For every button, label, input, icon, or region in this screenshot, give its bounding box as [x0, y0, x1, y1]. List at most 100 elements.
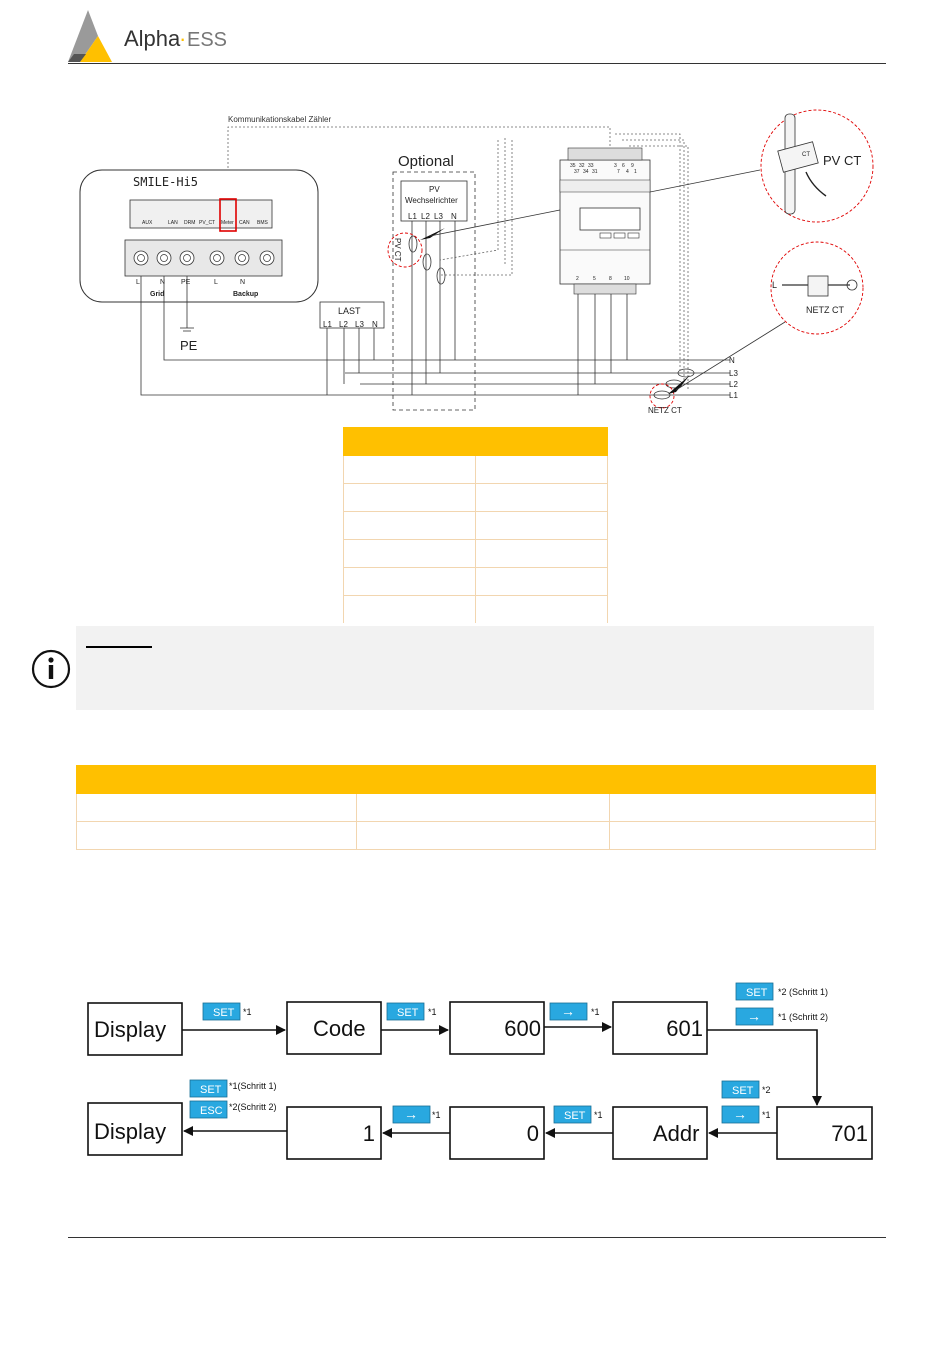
flow-box-code: [286, 1001, 382, 1055]
pv-ct-clamp-1: [408, 235, 418, 253]
annotation-4: *2 (Schritt 1): [778, 987, 828, 997]
netz-ct-highlight: [649, 383, 675, 409]
flow-box-0-text: 0: [527, 1121, 539, 1146]
port-labels: AUX LAN DRM PV_CT Meter CAN BMS: [142, 220, 269, 226]
flow-box-display-1-text: Display: [94, 1017, 166, 1042]
table-row: [76, 821, 876, 850]
table-cell: [343, 483, 476, 512]
terminal-screw: [234, 250, 250, 266]
table-cell: [76, 793, 357, 822]
note-title-underline: [86, 646, 152, 648]
terminal-screw: [133, 250, 149, 266]
meter-bottom-num-3: 8: [609, 276, 612, 282]
netz-ct-zoom-grid-symbol: [846, 279, 858, 291]
bus-label-l2: L2: [729, 380, 738, 389]
key-set-badge-5-text: SET: [564, 1110, 586, 1122]
backup-label: Backup: [233, 291, 258, 298]
meter-bottom-num-1: 2: [576, 276, 579, 282]
port-label-can: CAN: [239, 220, 250, 226]
flow-arrow-4: [707, 1029, 822, 1106]
meter-top-terminals: [567, 147, 643, 161]
logo-text-dot: ·: [179, 26, 186, 51]
table-cell: [343, 455, 476, 484]
port-label-drm: DRM: [184, 220, 195, 226]
meter-top2-num-6: 1: [634, 169, 637, 175]
optional-box: [392, 171, 476, 411]
flow-box-601-text: 601: [666, 1016, 703, 1041]
table-cell: [609, 821, 876, 850]
table-1-header-cell: [343, 427, 476, 456]
device-name: SMILE-Hi5: [133, 175, 198, 189]
netz-ct-clamp-3: [653, 390, 671, 400]
meter-button-1: [599, 232, 612, 239]
terminal-screws: [133, 250, 275, 266]
meter-top2-num-3: 31: [592, 169, 598, 175]
info-icon: [31, 649, 71, 689]
annotation-10: *2: [762, 1085, 771, 1095]
terminal-screw: [259, 250, 275, 266]
meter-bottom-num-2: 5: [593, 276, 596, 282]
flow-box-code-text: Code: [313, 1016, 366, 1041]
terminal-l-backup: L: [214, 279, 218, 286]
meter-bottom-terminals: [573, 283, 637, 295]
port-strip: [129, 199, 273, 229]
terminal-screw-head: [213, 254, 221, 262]
meter-top-num-3: 33: [588, 163, 594, 169]
header-rule: [68, 63, 886, 64]
table-2-header-cell: [76, 765, 357, 794]
table-row: [343, 511, 608, 540]
pv-ct-highlight: [387, 232, 423, 268]
table-row: [343, 539, 608, 568]
load-l3: L3: [355, 320, 364, 329]
meter-top2-num-4: 7: [617, 169, 620, 175]
key-arrow-badge-2: [735, 1007, 774, 1026]
flow-box-addr: [612, 1106, 708, 1160]
key-set-badge-6: [721, 1080, 760, 1099]
footer-rule: [68, 1237, 886, 1238]
annotation-3: *1: [591, 1007, 600, 1017]
cable-label: Kommunikationskabel Zähler: [228, 115, 331, 124]
flow-box-display-2-text: Display: [94, 1119, 166, 1144]
terminal-l-grid: L: [136, 279, 140, 286]
ct-cable-4: [615, 133, 681, 370]
wire-l-grid: [140, 276, 730, 396]
pe-label: PE: [180, 338, 198, 353]
key-set-badge-1-text: SET: [213, 1007, 235, 1019]
load-box: [319, 301, 385, 329]
port-label-aux: AUX: [142, 220, 153, 226]
meter-port-highlight: [219, 198, 237, 232]
annotation-7: *2(Schritt 2): [229, 1102, 277, 1112]
flow-box-601: [612, 1001, 708, 1055]
table-row: [343, 595, 608, 623]
meter-top-num-6: 9: [631, 163, 634, 169]
ct-cable-3: [440, 140, 513, 276]
annotation-11: *1: [762, 1110, 771, 1120]
key-set-badge-3-text: SET: [746, 987, 768, 999]
table-cell: [343, 539, 476, 568]
table-cell: [356, 793, 610, 822]
pv-ct-clamp-2: [422, 253, 432, 271]
optional-label: Optional: [398, 153, 454, 170]
key-set-badge-3: [735, 982, 774, 1001]
pv-n: N: [451, 212, 457, 221]
pv-ct-clamp-3: [436, 267, 446, 285]
meter-top-num-5: 6: [622, 163, 625, 169]
load-l2: L2: [339, 320, 348, 329]
key-arrow-badge-1-text: →: [561, 1003, 575, 1019]
table-row: [343, 483, 608, 512]
table-cell: [475, 483, 608, 512]
key-set-badge-1: [202, 1002, 241, 1021]
terminal-screw-head: [160, 254, 168, 262]
key-arrow-badge-4-text: →: [733, 1106, 747, 1122]
netz-ct-label: NETZ CT: [648, 406, 682, 415]
bus-label-l1: L1: [729, 391, 738, 400]
key-set-badge-6-text: SET: [732, 1085, 754, 1097]
key-set-badge-5: [553, 1105, 592, 1124]
flow-box-addr-text: Addr: [653, 1121, 699, 1146]
load-n: N: [372, 320, 378, 329]
table-cell: [343, 567, 476, 596]
pv-inverter-label-1: PV: [429, 185, 440, 194]
table-cell: [475, 595, 608, 623]
table-2-header-cell: [356, 765, 610, 794]
logo-mark-yellow: [80, 36, 112, 62]
